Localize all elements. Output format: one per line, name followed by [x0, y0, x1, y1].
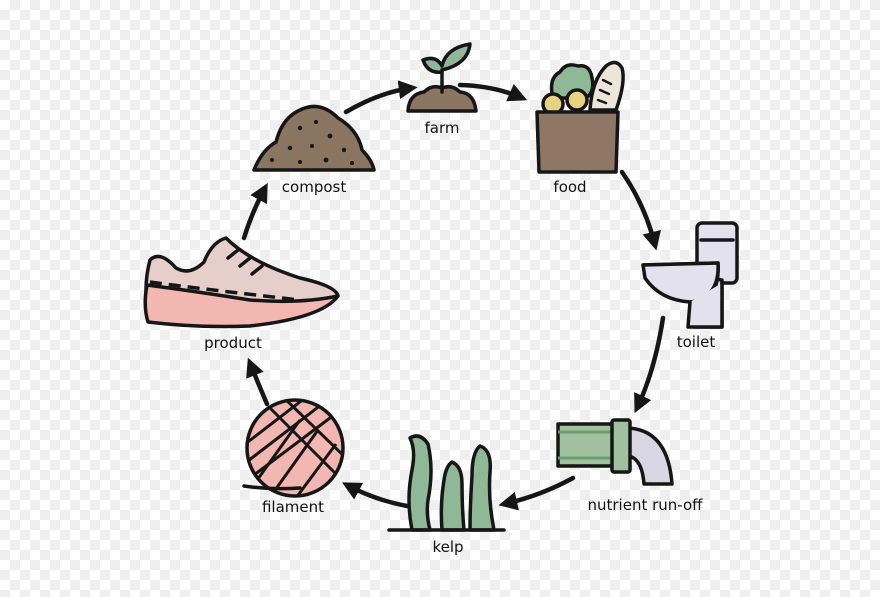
yarn-ball-icon — [242, 398, 345, 498]
sneaker-icon — [143, 236, 340, 329]
kelp-icon — [387, 434, 506, 532]
compost-pile-icon — [252, 104, 376, 172]
arrow-compost-to-farm — [343, 80, 418, 115]
pipe-icon — [556, 418, 674, 486]
label-filament: filament — [261, 498, 325, 516]
label-food: food — [553, 178, 587, 196]
arrow-toilet-to-runoff — [634, 315, 666, 414]
arrow-kelp-to-filament — [342, 482, 410, 509]
label-product: product — [204, 334, 262, 352]
label-nutrient-run-off: nutrient run-off — [587, 496, 703, 514]
sprout-icon — [406, 42, 478, 113]
arrow-food-to-toilet — [619, 169, 661, 251]
arrow-product-to-compost — [241, 183, 268, 241]
toilet-icon — [641, 221, 739, 329]
arrow-runoff-to-kelp — [498, 475, 576, 511]
cycle-arrows — [241, 80, 666, 511]
label-farm: farm — [424, 119, 460, 137]
grocery-bag-icon — [535, 60, 625, 174]
label-compost: compost — [281, 178, 347, 196]
arrow-farm-to-food — [457, 82, 528, 102]
label-kelp: kelp — [432, 538, 464, 556]
label-toilet: toilet — [676, 333, 716, 351]
arrow-filament-to-product — [246, 357, 270, 407]
